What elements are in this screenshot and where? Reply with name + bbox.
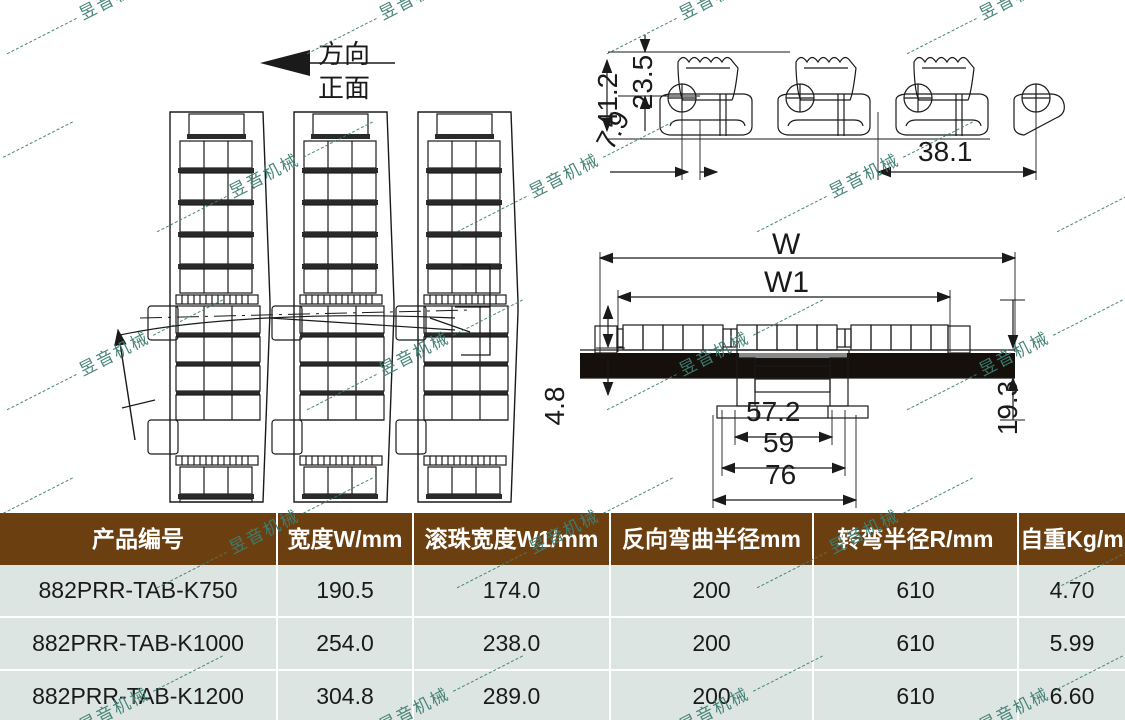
- cell-turn-radius: 610: [813, 670, 1019, 720]
- dimension-W1: W1: [764, 266, 809, 299]
- cell-model: 882PRR-TAB-K750: [0, 565, 278, 618]
- section-view-guide: [716, 349, 869, 419]
- dimension-23-5: 23.5: [627, 54, 658, 110]
- dimension-19-3: 19.3: [992, 380, 1023, 436]
- dimension-76: 76: [765, 459, 797, 490]
- cell-weight: 6.60: [1018, 670, 1125, 720]
- dimension-57-2: 57.2: [746, 396, 801, 427]
- cell-width-w1: 238.0: [413, 617, 611, 671]
- plan-view-right-tab: [455, 264, 491, 356]
- side-view-chain: [608, 51, 1065, 140]
- plan-view-angle-leaders: [119, 315, 471, 336]
- header-weight: 自重Kg/m: [1018, 513, 1125, 565]
- dimension-38-1: 38.1: [918, 136, 973, 167]
- cell-width-w1: 174.0: [413, 565, 611, 618]
- section-view: [580, 252, 1025, 508]
- cell-width-w: 190.5: [277, 565, 414, 618]
- header-turn-radius: 转弯半径R/mm: [813, 513, 1019, 565]
- plan-view-centerline: [139, 309, 471, 319]
- plan-view-module-3: [395, 111, 519, 503]
- header-width-w: 宽度W/mm: [277, 513, 414, 565]
- dimension-4-8: 4.8: [539, 386, 570, 426]
- header-back-bend-radius: 反向弯曲半径mm: [610, 513, 814, 565]
- direction-arrow: [260, 50, 395, 76]
- direction-label: 方向: [318, 40, 371, 70]
- cell-width-w: 254.0: [277, 617, 414, 671]
- header-product-code: 产品编号: [0, 513, 278, 565]
- cell-back-bend-radius: 200: [610, 617, 814, 671]
- cell-turn-radius: 610: [813, 617, 1019, 671]
- cell-width-w: 304.8: [277, 670, 414, 720]
- header-width-w1: 滚珠宽度W1/mm: [413, 513, 611, 565]
- side-view-dimensions: [601, 35, 1038, 180]
- cell-weight: 4.70: [1018, 565, 1125, 618]
- plan-view-module-group: [147, 111, 271, 503]
- plan-view-angle-arrow: [114, 328, 156, 441]
- table-header-row: 产品编号 宽度W/mm 滚珠宽度W1/mm 反向弯曲半径mm 转弯半径R/mm …: [0, 513, 1125, 565]
- cell-width-w1: 289.0: [413, 670, 611, 720]
- cell-back-bend-radius: 200: [610, 670, 814, 720]
- plan-view-module-2: [271, 111, 395, 503]
- dimension-59: 59: [763, 427, 795, 458]
- technical-drawing-area: [114, 35, 1065, 508]
- table-row: 882PRR-TAB-K1000 254.0 238.0 200 610 5.9…: [0, 617, 1125, 671]
- cell-model: 882PRR-TAB-K1200: [0, 670, 278, 720]
- front-face-label: 正面: [318, 74, 371, 104]
- dimension-W: W: [772, 228, 801, 261]
- cell-back-bend-radius: 200: [610, 565, 814, 618]
- table-row: 882PRR-TAB-K1200 304.8 289.0 200 610 6.6…: [0, 670, 1125, 720]
- table-row: 882PRR-TAB-K750 190.5 174.0 200 610 4.70: [0, 565, 1125, 618]
- cell-turn-radius: 610: [813, 565, 1019, 618]
- cell-model: 882PRR-TAB-K1000: [0, 617, 278, 671]
- cell-weight: 5.99: [1018, 617, 1125, 671]
- specification-table: 产品编号 宽度W/mm 滚珠宽度W1/mm 反向弯曲半径mm 转弯半径R/mm …: [0, 513, 1125, 720]
